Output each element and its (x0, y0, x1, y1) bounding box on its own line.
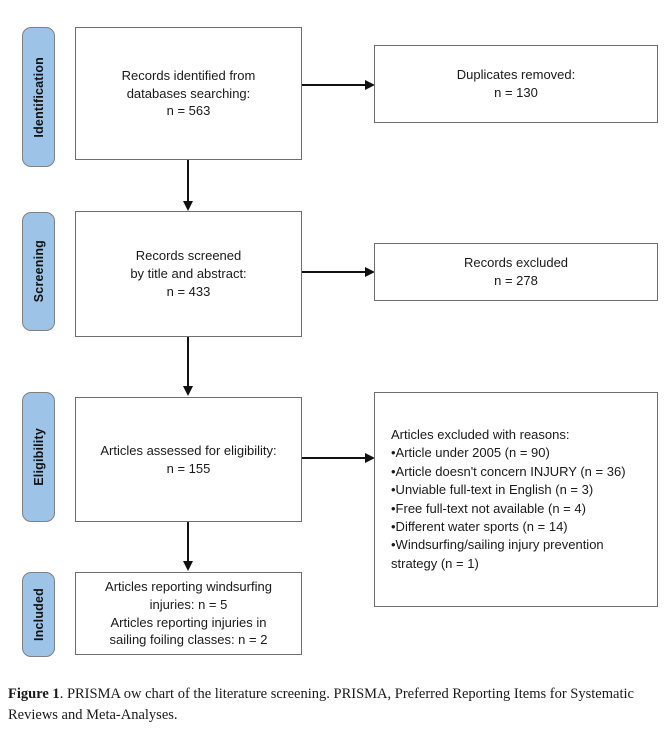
stage-label-included: Included (22, 572, 55, 657)
arrow-head-icon (183, 201, 193, 211)
box-records-screened-text: Records screened by title and abstract: … (130, 248, 247, 299)
box-articles-included-text: Articles reporting windsurfing injuries:… (105, 579, 272, 648)
prisma-flow-diagram: Identification Records identified from d… (22, 27, 658, 657)
stage-label-included-text: Included (31, 588, 46, 641)
box-records-screened: Records screened by title and abstract: … (75, 211, 302, 337)
connector-identified-to-duplicates (302, 80, 375, 90)
box-articles-excluded-with-reasons: Articles excluded with reasons: •Article… (374, 392, 658, 607)
stage-label-screening: Screening (22, 212, 55, 331)
stage-label-identification-text: Identification (31, 56, 46, 138)
arrow-head-icon (183, 386, 193, 396)
box-records-excluded-text: Records excluded n = 278 (463, 255, 569, 288)
box-records-identified-text: Records identified from databases search… (121, 67, 256, 119)
box-articles-assessed: Articles assessed for eligibility: n = 1… (75, 397, 302, 522)
box-records-identified: Records identified from databases search… (75, 27, 302, 160)
figure-caption-label: Figure 1 (8, 686, 60, 702)
connector-screened-to-assessed (183, 337, 193, 396)
box-records-excluded: Records excluded n = 278 (374, 243, 658, 301)
figure-caption: Figure 1. PRISMA ow chart of the literat… (8, 684, 662, 725)
stage-label-eligibility: Eligibility (22, 392, 55, 522)
stage-label-screening-text: Screening (31, 240, 46, 303)
connector-screened-to-excluded (302, 267, 375, 277)
arrow-head-icon (365, 453, 375, 463)
connector-identified-to-screened (183, 160, 193, 211)
box-articles-included: Articles reporting windsurfing injuries:… (75, 572, 302, 655)
arrow-head-icon (365, 80, 375, 90)
box-duplicates-removed: Duplicates removed: n = 130 (374, 45, 658, 123)
figure-caption-text: . PRISMA ow chart of the literature scre… (8, 686, 634, 723)
box-duplicates-removed-text: Duplicates removed: n = 130 (456, 67, 576, 100)
box-articles-assessed-text: Articles assessed for eligibility: n = 1… (100, 442, 277, 476)
stage-label-identification: Identification (22, 27, 55, 167)
box-articles-excluded-with-reasons-text: Articles excluded with reasons: •Article… (391, 426, 626, 571)
arrow-head-icon (365, 267, 375, 277)
connector-assessed-to-excluded-reasons (302, 453, 375, 463)
connector-assessed-to-included (183, 522, 193, 571)
stage-label-eligibility-text: Eligibility (31, 428, 46, 486)
arrow-head-icon (183, 561, 193, 571)
